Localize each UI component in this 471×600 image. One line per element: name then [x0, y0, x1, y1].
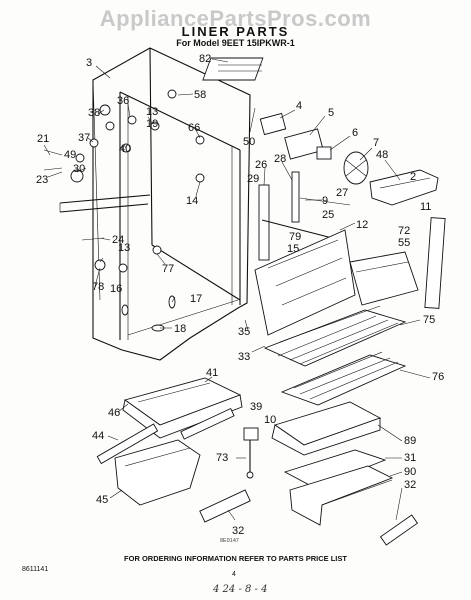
cabinet-liner	[59, 47, 251, 361]
callout-41: 41	[206, 367, 218, 379]
callout-89: 89	[404, 435, 416, 447]
callout-39: 39	[250, 401, 262, 413]
callout-25: 25	[322, 209, 334, 221]
callout-12: 12	[356, 219, 368, 231]
callout-40: 40	[119, 143, 131, 155]
callout-50: 50	[243, 136, 255, 148]
callout-45: 45	[96, 494, 108, 506]
callout-14: 14	[186, 195, 198, 207]
wire-shelves	[263, 305, 407, 406]
callout-10: 10	[264, 414, 276, 426]
callout-13: 13	[146, 106, 158, 118]
callout-77: 77	[162, 263, 174, 275]
crisper-cover-panel	[254, 229, 356, 336]
diagram-title: LINER PARTS	[181, 24, 290, 39]
callout-16: 16	[110, 283, 122, 295]
callout-66: 66	[188, 122, 200, 134]
document-code: 8611141	[22, 566, 49, 573]
callout-2: 2	[410, 171, 416, 183]
callout-30: 30	[73, 163, 85, 175]
left-crisper-drawers	[96, 377, 251, 523]
callout-24: 24	[112, 234, 124, 246]
callout-32-right: 32	[404, 479, 416, 491]
callout-82: 82	[199, 53, 211, 65]
callout-15: 15	[287, 243, 299, 255]
callout-79: 79	[289, 231, 301, 243]
callout-31: 31	[404, 452, 416, 464]
diagram-subtitle: For Model 9EET 15IPKWR-1	[176, 38, 295, 48]
callout-35: 35	[238, 326, 250, 338]
dairy-door-bin	[349, 217, 446, 309]
callout-58: 58	[194, 89, 206, 101]
callout-55: 55	[398, 237, 410, 249]
callout-6: 6	[352, 127, 358, 139]
callout-21: 21	[37, 133, 49, 145]
callout-26: 26	[255, 159, 267, 171]
callout-19: 19	[146, 118, 158, 130]
page-number: 4	[232, 571, 236, 578]
right-side-components	[258, 112, 439, 261]
drawing-reference-code: 8E9147	[220, 538, 239, 544]
callout-44: 44	[92, 430, 104, 442]
callout-5: 5	[328, 107, 334, 119]
right-crisper-drawers	[271, 401, 419, 546]
callout-32-left: 32	[232, 525, 244, 537]
callout-78: 78	[92, 281, 104, 293]
callout-23: 23	[36, 174, 48, 186]
callout-3: 3	[86, 57, 92, 69]
callout-76: 76	[432, 371, 444, 383]
ordering-information-note: FOR ORDERING INFORMATION REFER TO PARTS …	[124, 554, 347, 563]
watermark: AppliancePartsPros.com	[99, 6, 372, 31]
callout-7: 7	[373, 137, 379, 149]
callout-72: 72	[398, 225, 410, 237]
callout-labels: 3 82 58 21 38 36 13 19 37 49 40 30 23 66…	[36, 53, 444, 537]
callout-48: 48	[376, 149, 388, 161]
callout-18: 18	[174, 323, 186, 335]
callout-29: 29	[247, 173, 259, 185]
leader-lines	[43, 58, 431, 521]
callout-27: 27	[336, 187, 348, 199]
callout-38: 38	[88, 107, 100, 119]
temperature-control	[243, 427, 259, 479]
callout-36: 36	[117, 95, 129, 107]
callout-4: 4	[296, 100, 302, 112]
callout-9: 9	[322, 195, 328, 207]
handwritten-note: 4 24 - 8 - 4	[213, 584, 268, 595]
callout-75: 75	[423, 314, 435, 326]
callout-90: 90	[404, 466, 416, 478]
cabinet-hardware	[43, 57, 264, 332]
callout-49: 49	[64, 149, 76, 161]
callout-11: 11	[420, 201, 431, 213]
callout-73: 73	[216, 452, 228, 464]
callout-33: 33	[238, 351, 250, 363]
callout-37: 37	[78, 132, 90, 144]
callout-46: 46	[108, 407, 120, 419]
callout-13-lower: 13	[118, 242, 130, 254]
callout-17: 17	[190, 293, 202, 305]
callout-28: 28	[274, 153, 286, 165]
